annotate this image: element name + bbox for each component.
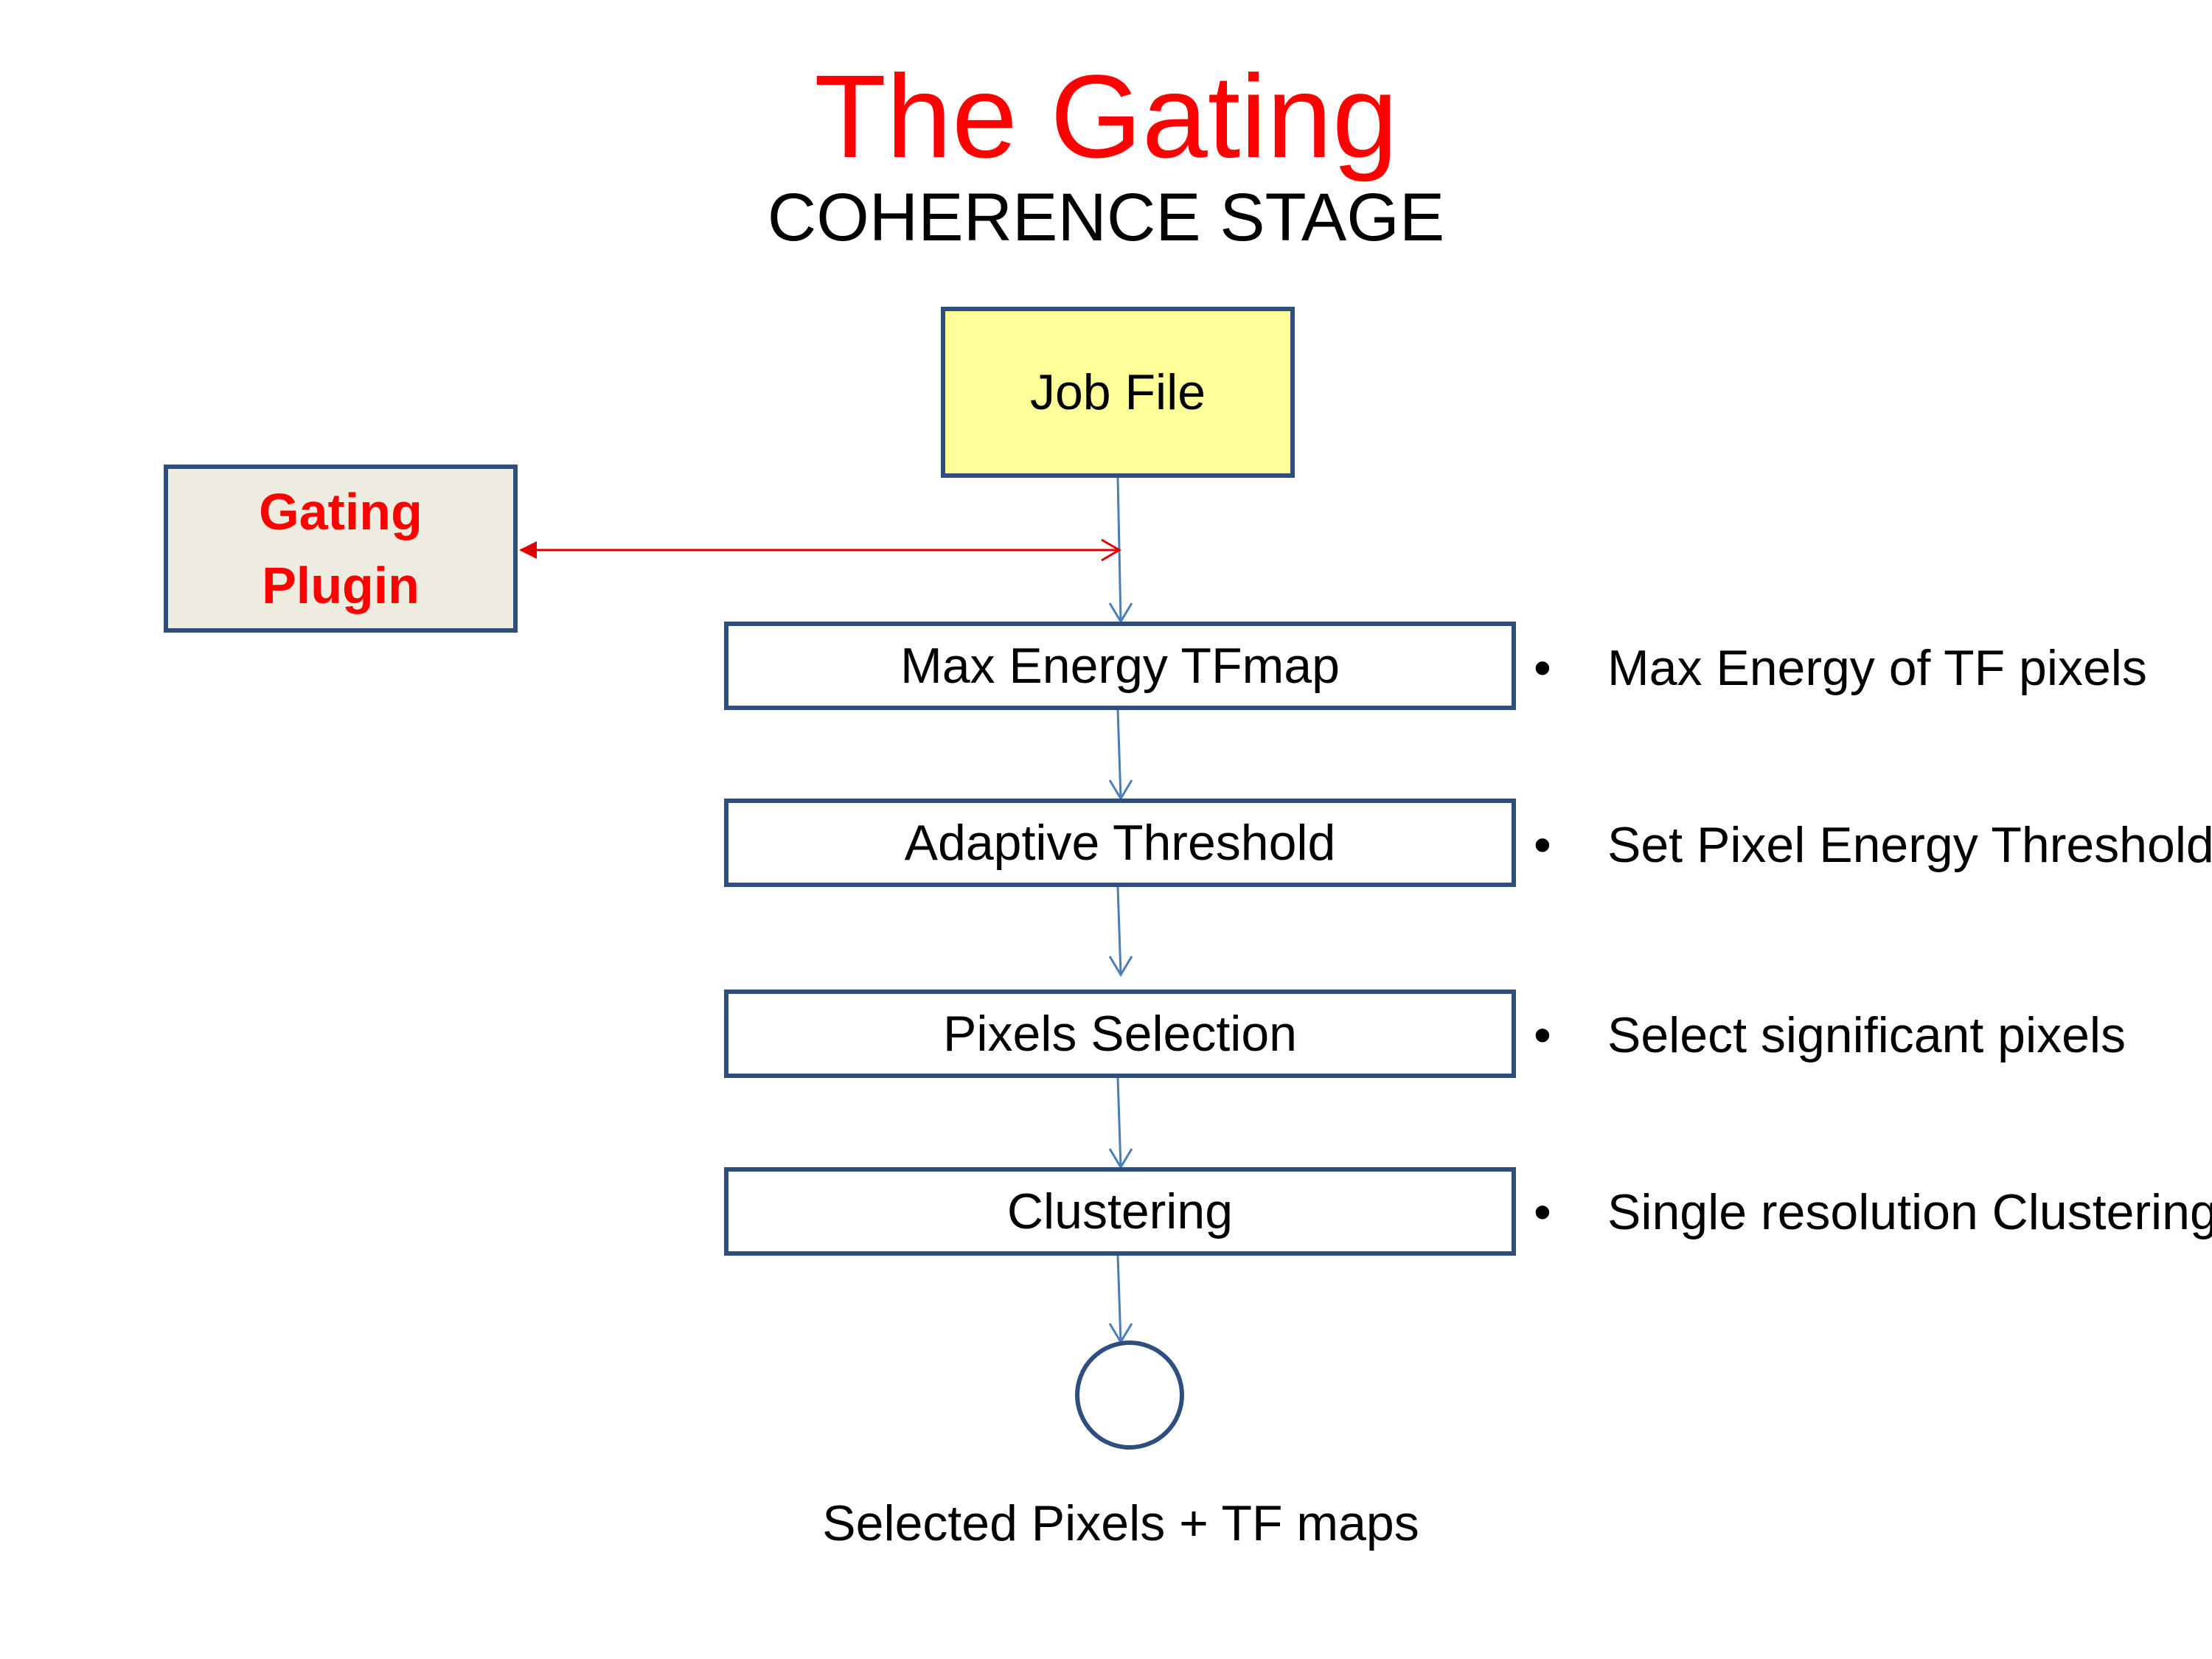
page-title: The Gating xyxy=(814,50,1398,182)
page-subtitle: COHERENCE STAGE xyxy=(767,180,1445,255)
plugin-label-line1: Gating xyxy=(259,483,422,540)
step-label: Adaptive Threshold xyxy=(904,815,1336,871)
job-file-box: Job File xyxy=(941,307,1295,478)
bullet-marker: • xyxy=(1534,1007,1551,1063)
note-text: Select significant pixels xyxy=(1607,1007,2126,1063)
step-box-clustering: Clustering xyxy=(724,1167,1516,1256)
flow-arrowhead-3 xyxy=(1108,956,1133,977)
bullet-marker: • xyxy=(1534,817,1551,873)
note-text: Single resolution Clustering xyxy=(1607,1184,2212,1240)
plugin-link-head-right xyxy=(1101,538,1121,562)
step-box-max-energy: Max Energy TFmap xyxy=(724,622,1516,710)
output-label: Selected Pixels + TF maps xyxy=(822,1495,1419,1551)
flow-arrow-step2-to-step3 xyxy=(1116,886,1122,975)
output-terminal-circle xyxy=(1075,1340,1184,1450)
gating-plugin-box: Gating Plugin xyxy=(164,465,518,633)
bullet-marker: • xyxy=(1534,1184,1551,1240)
note-text: Max Energy of TF pixels xyxy=(1607,640,2147,696)
step-box-pixels-selection: Pixels Selection xyxy=(724,990,1516,1078)
step-box-adaptive-threshold: Adaptive Threshold xyxy=(724,799,1516,887)
step-label: Clustering xyxy=(1006,1183,1234,1239)
flow-arrow-step3-to-step4 xyxy=(1116,1077,1122,1168)
job-file-label: Job File xyxy=(1029,364,1206,420)
plugin-link-head-left xyxy=(519,541,537,559)
step-label: Pixels Selection xyxy=(942,1006,1298,1062)
plugin-label-line2: Plugin xyxy=(262,557,420,614)
flow-arrow-step1-to-step2 xyxy=(1116,709,1122,799)
flow-arrow-step4-to-output xyxy=(1116,1255,1122,1343)
note-text: Set Pixel Energy Threshold xyxy=(1607,817,2212,873)
bullet-marker: • xyxy=(1534,640,1551,696)
step-label: Max Energy TFmap xyxy=(900,638,1340,694)
